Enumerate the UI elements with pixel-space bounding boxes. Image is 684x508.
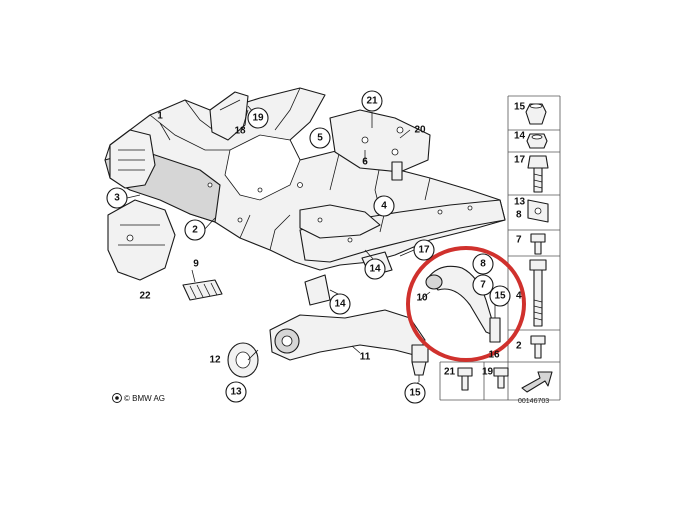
highlight-ring	[406, 246, 526, 362]
callout-18: 18	[234, 126, 246, 137]
side-panel-numbers: 15 14 17 13 8 7 4 2	[514, 102, 526, 352]
callout-3: 3	[106, 187, 128, 209]
side-label-13: 13	[514, 197, 526, 208]
callout-14-lower: 14	[329, 293, 351, 315]
bushing-part-13	[227, 342, 259, 378]
callout-1: 1	[157, 111, 163, 122]
engine-mount-left	[107, 199, 176, 281]
svg-text:12: 12	[209, 355, 221, 366]
svg-text:15: 15	[494, 291, 506, 302]
fastener-bolt-2	[530, 335, 546, 359]
svg-text:21: 21	[366, 96, 378, 107]
side-label-4: 4	[516, 291, 522, 302]
callout-19: 19	[247, 107, 269, 129]
callout-15-lower: 15	[404, 382, 426, 404]
side-label-2: 2	[516, 341, 522, 352]
svg-text:9: 9	[193, 259, 199, 270]
callout-20: 20	[414, 125, 426, 136]
svg-text:13: 13	[230, 387, 242, 398]
callout-5: 5	[309, 127, 331, 149]
svg-text:10: 10	[416, 293, 428, 304]
svg-text:14: 14	[334, 299, 346, 310]
svg-text:15: 15	[409, 388, 421, 399]
callout-15-upper: 15	[489, 285, 511, 307]
callout-22: 22	[139, 291, 151, 302]
svg-text:7: 7	[480, 280, 486, 291]
svg-text:22: 22	[139, 291, 151, 302]
callout-4: 4	[373, 195, 395, 217]
callout-16: 16	[488, 350, 500, 361]
fastener-nut-15	[525, 103, 547, 125]
fastener-bolt-17	[527, 155, 549, 193]
front-axle-subframe	[104, 87, 506, 271]
copyright-notice: © BMW AG	[112, 393, 165, 403]
fastener-bolt-19	[493, 367, 509, 389]
callout-17: 17	[413, 239, 435, 261]
callout-7: 7	[472, 274, 494, 296]
callout-9: 9	[193, 259, 199, 270]
callout-11: 11	[360, 352, 371, 363]
side-label-17: 17	[514, 155, 526, 166]
callout-8: 8	[472, 253, 494, 275]
fastener-bolt-7	[530, 233, 546, 255]
fastener-nut-14	[526, 133, 548, 149]
tension-strut-arm	[425, 265, 501, 343]
fastener-bolt-4	[529, 259, 547, 327]
lower-control-arm	[269, 309, 429, 363]
callout-14-upper: 14	[364, 258, 386, 280]
svg-text:16: 16	[488, 350, 500, 361]
bottom-label-19: 19	[482, 367, 494, 378]
callout-13: 13	[225, 381, 247, 403]
svg-text:8: 8	[480, 259, 486, 270]
svg-text:4: 4	[381, 201, 387, 212]
bottom-panel-numbers: 21 19	[444, 367, 494, 378]
direction-arrow-icon	[521, 371, 553, 393]
drawing-code: 00146703	[518, 398, 549, 405]
svg-text:3: 3	[114, 193, 120, 204]
grid-plate-part-9	[182, 279, 223, 301]
svg-text:17: 17	[418, 245, 430, 256]
svg-text:6: 6	[362, 157, 368, 168]
svg-text:14: 14	[369, 264, 381, 275]
callout-21: 21	[361, 90, 383, 112]
svg-text:© BMW AG: © BMW AG	[124, 394, 165, 403]
callout-2: 2	[184, 219, 206, 241]
top-bracket	[209, 91, 249, 141]
ball-joint-stud	[411, 361, 427, 382]
side-label-14: 14	[514, 131, 526, 142]
fastener-bolt-21	[457, 367, 473, 391]
fastener-nut-8	[527, 199, 549, 223]
svg-text:20: 20	[414, 125, 426, 136]
svg-text:1: 1	[157, 111, 163, 122]
svg-text:2: 2	[192, 225, 198, 236]
svg-text:18: 18	[234, 126, 246, 137]
side-label-15: 15	[514, 102, 526, 113]
callout-10: 10	[416, 293, 428, 304]
svg-text:19: 19	[252, 113, 264, 124]
side-label-8: 8	[516, 210, 522, 221]
svg-text:5: 5	[317, 133, 323, 144]
bottom-label-21: 21	[444, 367, 456, 378]
svg-text:11: 11	[360, 352, 371, 363]
side-label-7: 7	[516, 235, 522, 246]
callout-12: 12	[209, 355, 221, 366]
callout-6: 6	[362, 157, 368, 168]
